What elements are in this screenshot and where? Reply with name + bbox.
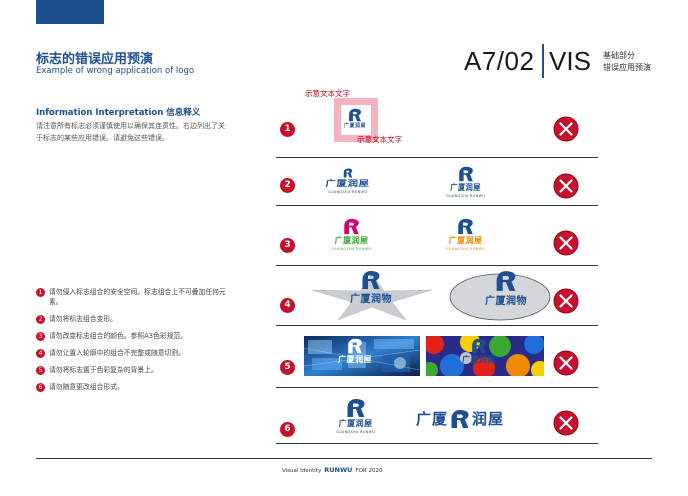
wrong-x-icon: [553, 230, 579, 256]
example-row-4: 4 广厦润物 广厦润物: [276, 266, 598, 326]
rule-number: 3: [36, 331, 45, 341]
brand-logo-horizontal: 广厦 润屋: [416, 408, 504, 429]
footer-right: FOR 2020: [355, 468, 383, 474]
info-heading: Information Interpretation 信息释义: [36, 108, 201, 118]
rule-item: 3 请勿改变标志组合的颜色。参照A3色彩规范。: [36, 331, 236, 341]
wrong-x-icon: [553, 173, 579, 199]
brand-logo-blue-orange: 广厦润屋 GUANGSHA RUNWU: [446, 218, 485, 251]
example-row-1: 1 广厦润屋 示意文本文字 示意文本文字: [276, 89, 598, 158]
rule-number: 1: [36, 287, 45, 297]
logo-name-left: 广厦: [416, 410, 449, 428]
logo-name: 广厦润屋: [450, 183, 481, 192]
brand-logo-stretched: 广厦润屋 GUANGSHA RUNWU: [325, 168, 369, 194]
star-outline-shape: [311, 274, 433, 320]
top-accent-bar: [36, 0, 104, 24]
logo-name: 广厦润物: [350, 294, 392, 305]
logo-mark-icon: [458, 166, 474, 182]
colorful-background-image: [426, 336, 544, 376]
logo-name: 广厦润屋: [325, 179, 370, 188]
logo-mark-icon: [361, 270, 381, 290]
example-row-2: 2 广厦润屋 GUANGSHA RUNWU 广厦润屋 GUANGSHA RUNW…: [276, 158, 598, 206]
logo-name: 广厦润屋: [338, 355, 372, 364]
info-body: 请注意所有标志必须谨慎使用以确保其连贯性。右边列出了关于标志的某些应用错误。请避…: [36, 122, 225, 142]
logo-pinyin: GUANGSHA RUNWU: [446, 247, 486, 251]
category-line-1: 基础部分: [603, 51, 635, 60]
logo-mark-icon: [340, 168, 356, 178]
logo-name: 广厦润屋: [338, 419, 373, 428]
logo-mark-icon: [457, 218, 474, 235]
demo-text-bottom: 示意文本文字: [357, 135, 402, 144]
brand-logo-vertical: 广厦润屋 GUANGSHA RUNWU: [336, 398, 375, 434]
rule-text: 请勿改变标志组合的颜色。参照A3色彩规范。: [49, 332, 188, 340]
brand-logo-magenta-green: 广厦润屋 GUANGSHA RUNWU: [332, 218, 371, 251]
rule-text: 请勿侵入标志组合的安全空间。标志组合上不可叠加任何元素。: [49, 288, 226, 306]
page-title-cn: 标志的错误应用预演: [36, 52, 154, 67]
rule-item: 2 请勿将标志组合变形。: [36, 314, 236, 324]
logo-name: 广厦润屋: [448, 236, 483, 245]
logo-name: 广厦润屋: [462, 355, 496, 364]
rule-item: 6 请勿随意更改组合形式。: [36, 382, 236, 392]
wrong-x-icon: [553, 116, 579, 142]
logo-mark-icon: [346, 398, 366, 418]
logo-mark-icon: [347, 338, 363, 354]
wrong-x-icon: [553, 288, 579, 314]
brand-logo-squeezed: 广厦润屋 GUANGSHA RUNWU: [446, 166, 485, 198]
row-number: 5: [280, 360, 295, 375]
row-number: 4: [280, 298, 295, 313]
brand-logo-in-star: 广厦润物: [350, 270, 392, 305]
footer-divider: [36, 458, 652, 459]
rule-number: 6: [36, 382, 45, 392]
system-label: VIS: [549, 46, 591, 76]
footer-left: Visual Identity: [282, 468, 322, 474]
logo-name-right: 润屋: [472, 410, 505, 428]
page-title-en: Example of wrong application of logo: [36, 66, 195, 76]
logo-mark-icon: [343, 218, 360, 235]
logo-name: 广厦润屋: [344, 123, 367, 129]
example-row-6: 6 广厦润屋 GUANGSHA RUNWU 广厦 润屋: [276, 388, 598, 444]
rules-list: 1 请勿侵入标志组合的安全空间。标志组合上不可叠加任何元素。 2 请勿将标志组合变形…: [36, 287, 236, 399]
rule-number: 4: [36, 348, 45, 358]
logo-pinyin: GUANGSHA RUNWU: [332, 247, 372, 251]
example-row-3: 3 广厦润屋 GUANGSHA RUNWU 广厦润屋 GUANGSHA RUNW…: [276, 206, 598, 266]
demo-text-top: 示意文本文字: [305, 89, 350, 98]
logo-pinyin: GUANGSHA RUNWU: [336, 430, 376, 434]
row-number: 2: [280, 178, 295, 193]
logo-mark-icon: [450, 409, 470, 429]
category-line-2: 错误应用预演: [603, 63, 651, 72]
rule-text: 请勿将标志置于色彩复杂的背景上。: [49, 366, 158, 374]
rule-text: 请勿将标志组合变形。: [49, 315, 117, 323]
wrong-x-icon: [553, 410, 579, 436]
logo-name: 广厦润物: [485, 296, 527, 307]
row-number: 3: [280, 238, 295, 253]
footer-brand: RUNWU: [324, 466, 353, 474]
example-row-5: 5 广厦润屋: [276, 326, 598, 388]
header-divider: [542, 44, 544, 78]
logo-name: 广厦润屋: [334, 236, 369, 245]
brand-logo: 广厦润屋: [344, 108, 366, 129]
rule-item: 4 请勿让置入轮廓中的组合不完整或随意切割。: [36, 348, 236, 358]
brand-logo-on-tech: 广厦润屋: [338, 338, 372, 365]
rule-number: 2: [36, 314, 45, 324]
logo-mark-icon: [348, 108, 362, 122]
logo-mark-icon: [471, 338, 487, 354]
rule-number: 5: [36, 365, 45, 375]
wrong-x-icon: [553, 350, 579, 376]
row-number: 1: [280, 122, 295, 137]
logo-pinyin: GUANGSHA RUNWU: [446, 194, 486, 198]
logo-mark-icon: [495, 270, 517, 292]
page-code: A7/02: [464, 46, 535, 76]
row-number: 6: [280, 422, 295, 437]
logo-pinyin: GUANGSHA RUNWU: [328, 190, 368, 194]
rule-text: 请勿让置入轮廓中的组合不完整或随意切割。: [49, 349, 185, 357]
brand-logo-on-color: 广厦润屋: [462, 338, 496, 365]
rule-text: 请勿随意更改组合形式。: [49, 383, 124, 391]
rule-item: 1 请勿侵入标志组合的安全空间。标志组合上不可叠加任何元素。: [36, 287, 236, 307]
rule-item: 5 请勿将标志置于色彩复杂的背景上。: [36, 365, 236, 375]
tech-background-image: [304, 336, 420, 376]
brand-logo-in-ellipse: 广厦润物: [478, 270, 534, 307]
